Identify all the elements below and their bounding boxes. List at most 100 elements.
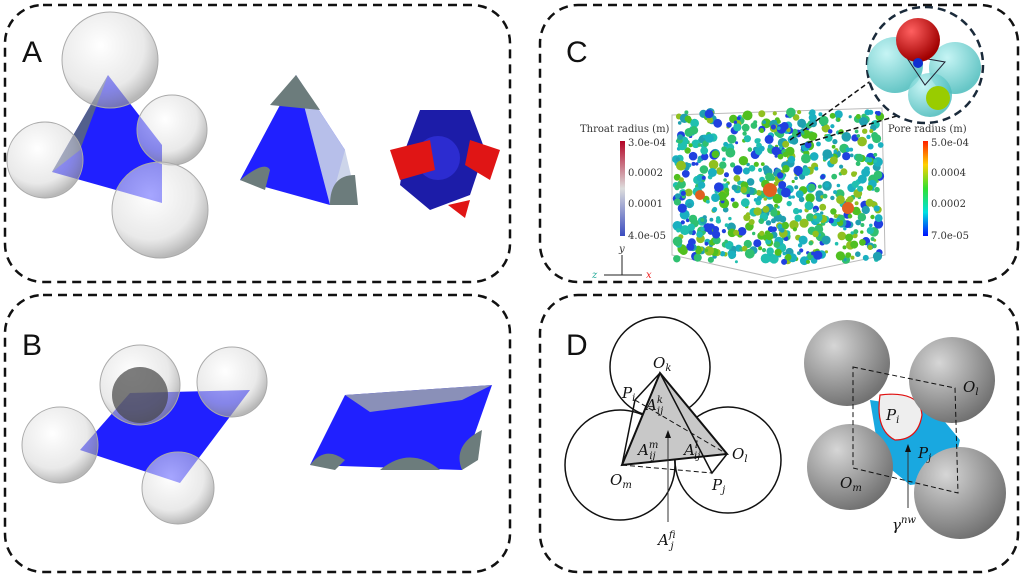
pore-sphere [723, 141, 729, 147]
pore-sphere [873, 205, 880, 212]
throat-colorbar-title: Throat radius (m) [580, 124, 670, 135]
pore-sphere [777, 153, 784, 160]
pore-sphere [855, 114, 861, 119]
pore-sphere [872, 134, 882, 144]
pore-sphere [746, 162, 750, 167]
pore-sphere [806, 259, 810, 264]
pore-sphere [801, 153, 811, 164]
pore-sphere [719, 161, 727, 169]
pore-sphere [722, 157, 726, 162]
pore-sphere [737, 227, 747, 236]
pore-sphere [770, 124, 777, 130]
pore-tick: 7.0e-05 [931, 231, 969, 242]
pore-sphere [782, 165, 790, 173]
pore-sphere [731, 245, 737, 251]
pore-sphere [725, 147, 736, 158]
pore-sphere [733, 120, 738, 124]
pore-sphere [833, 149, 838, 154]
pore-sphere [863, 166, 870, 173]
pore-sphere [688, 214, 698, 224]
pore-sphere [798, 209, 803, 213]
pore-sphere [756, 138, 761, 143]
pore-sphere [758, 218, 765, 225]
pore-sphere [827, 129, 833, 134]
pore-sphere [753, 198, 758, 202]
pore-sphere [748, 165, 756, 172]
pore-sphere [677, 134, 683, 141]
pore-sphere [755, 147, 763, 155]
pore-sphere [813, 215, 817, 219]
pore-sphere [762, 120, 766, 124]
pore-sphere [721, 229, 727, 234]
pore-sphere [820, 211, 824, 215]
pore-sphere [684, 147, 691, 154]
pore-sphere [730, 197, 735, 202]
pore-sphere [819, 203, 827, 211]
pore-sphere [748, 219, 755, 225]
pore-sphere [673, 255, 681, 263]
pore-sphere [851, 180, 859, 188]
pore-sphere [797, 251, 801, 256]
pore-sphere [679, 225, 690, 236]
pore-sphere [832, 139, 838, 145]
pore-sphere [829, 156, 838, 165]
pore-sphere [877, 142, 884, 148]
pore-sphere [874, 214, 883, 223]
pore-sphere [860, 230, 864, 234]
pore-sphere [804, 141, 812, 149]
pore-sphere [849, 147, 854, 152]
pore-sphere [701, 152, 709, 161]
pore-sphere [820, 174, 826, 180]
pore-sphere [857, 136, 867, 147]
pore-sphere [848, 115, 852, 119]
pore-sphere [864, 109, 871, 116]
axis-x-label: x [646, 270, 652, 281]
pore-sphere [870, 214, 875, 220]
pore-sphere [850, 255, 855, 260]
pore-sphere [677, 121, 682, 125]
svg-text:Pj: Pj [917, 444, 931, 464]
pore-sphere [686, 242, 695, 251]
pore-sphere [771, 218, 776, 224]
pore-sphere [846, 196, 854, 203]
pore-sphere [740, 198, 750, 208]
pore-sphere [791, 195, 795, 199]
pore-sphere [859, 239, 866, 246]
pore-sphere [685, 218, 690, 223]
pore-sphere [747, 147, 753, 152]
pore-sphere [676, 228, 681, 233]
pore-sphere [719, 251, 726, 257]
pore-sphere [867, 244, 873, 250]
pore-sphere [873, 152, 878, 157]
pore-sphere [779, 227, 785, 233]
pore-sphere [777, 223, 783, 229]
pore-sphere [818, 115, 829, 126]
pore-sphere [873, 157, 883, 167]
large-pore-sphere [763, 183, 777, 197]
pore-sphere [870, 237, 875, 241]
pore-sphere [794, 176, 798, 180]
pore-sphere [829, 112, 836, 119]
large-pore-sphere [695, 190, 705, 200]
pore-sphere [736, 116, 741, 121]
pore-sphere [733, 229, 740, 236]
pore-sphere [696, 174, 703, 182]
pore-sphere [787, 155, 796, 164]
pore-sphere [854, 129, 859, 134]
pore-sphere [732, 201, 739, 209]
pore-sphere [706, 117, 714, 124]
pore-sphere [855, 219, 862, 226]
pore-sphere [836, 195, 845, 205]
pore-sphere [756, 189, 762, 196]
pore-sphere [740, 186, 747, 194]
pore-sphere [852, 206, 861, 216]
pore-sphere [799, 248, 804, 253]
pore-sphere [821, 124, 830, 133]
pore-sphere [696, 230, 703, 238]
pore-sphere [865, 198, 874, 207]
pore-sphere [777, 172, 784, 179]
